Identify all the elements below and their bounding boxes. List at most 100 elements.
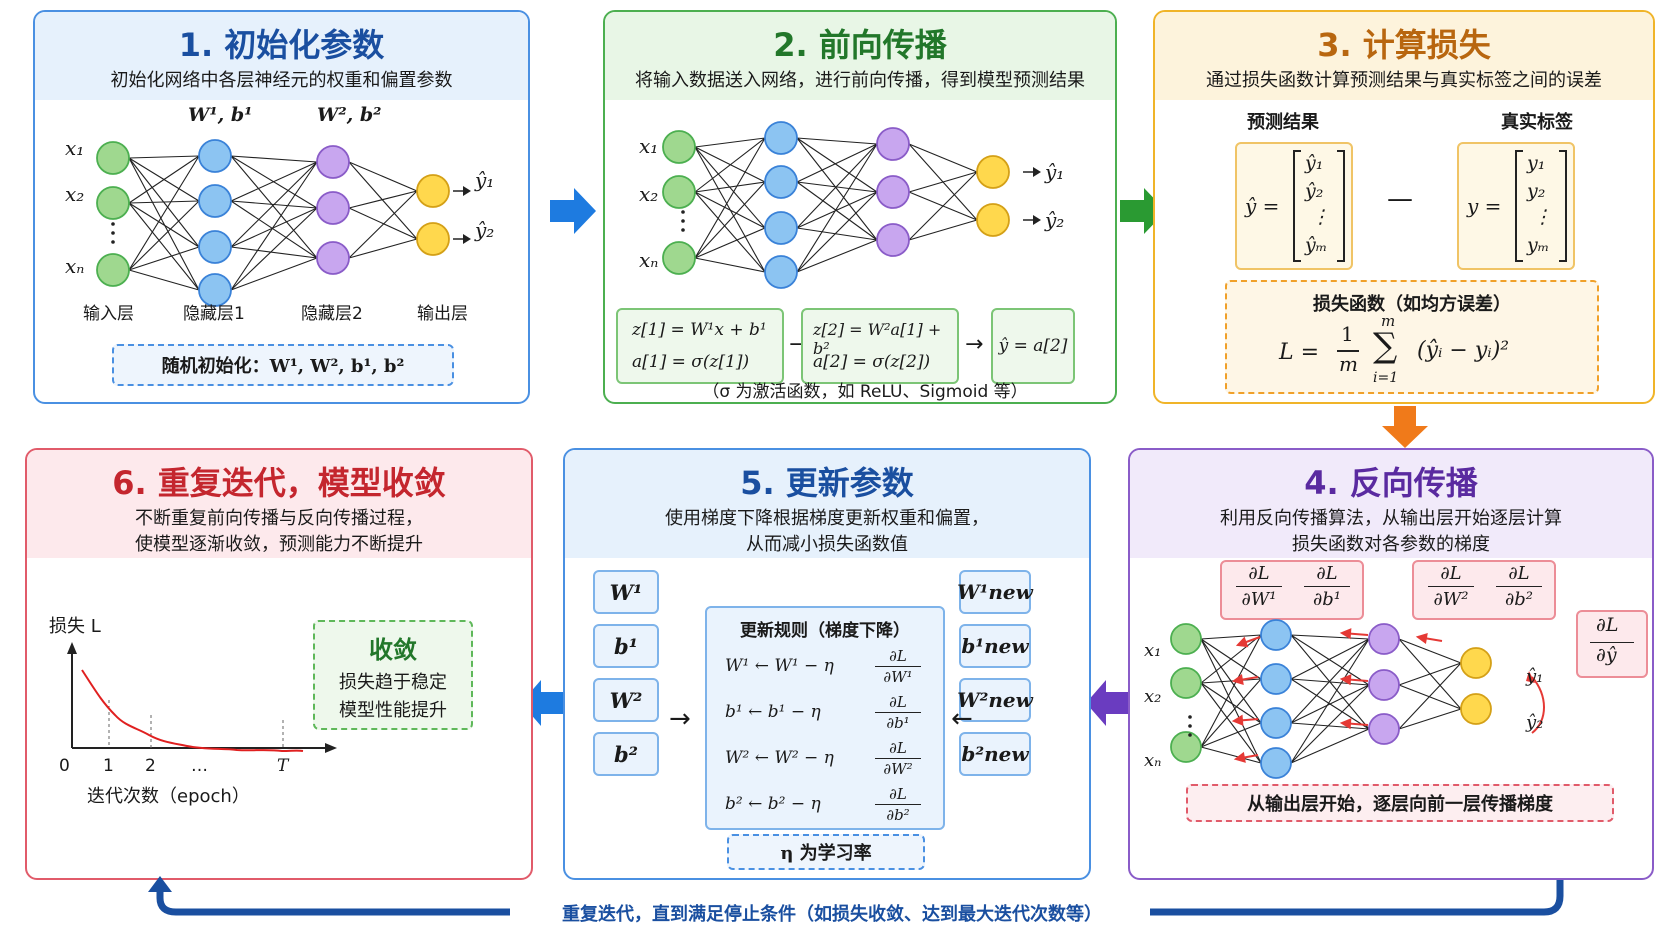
learning-rate-box: η 为学习率 [727, 834, 925, 870]
step4-neuron-layer3 [1460, 647, 1492, 679]
grad-out-bar [1590, 642, 1634, 643]
gradient-arrowhead [1235, 636, 1249, 648]
step2-output-y2: ŷ₂ [1045, 208, 1065, 232]
update-rule-num: ∂L [889, 739, 907, 757]
step4-neuron-layer1 [1260, 619, 1292, 651]
step4-edge [1200, 634, 1262, 748]
step4-neuron-layer2 [1368, 713, 1400, 745]
step4-edge [1200, 638, 1262, 764]
pred-vector-box: ŷ = ŷ₁ ŷ₂ ⋮ ŷₘ [1235, 142, 1353, 270]
step2-subtitle: 将输入数据送入网络，进行前向传播，得到模型预测结果 [635, 70, 1085, 91]
step1-neuron-layer2 [316, 191, 350, 225]
step4-neuron-layer1 [1260, 747, 1292, 779]
step2-edge [796, 227, 878, 241]
gradient-arrowhead [1339, 674, 1352, 686]
step1-w1-label: W¹, b¹ [188, 104, 253, 126]
step4-edge [1398, 638, 1462, 664]
grad-box-w1-b1 [1220, 560, 1364, 620]
grad-bar [1496, 586, 1542, 587]
gradient-arrowhead [1415, 632, 1428, 645]
step1-edge [128, 155, 200, 159]
step1-output-y2: ŷ₂ [475, 218, 495, 242]
converge-box: 收敛 损失趋于稳定 模型性能提升 [313, 620, 473, 730]
step2-header: 2. 前向传播 将输入数据送入网络，进行前向传播，得到模型预测结果 [605, 12, 1115, 100]
update-rule-bar [875, 758, 921, 759]
step4-edge [1200, 722, 1262, 748]
loss-curve-ylabel: 损失 L [49, 616, 101, 637]
converge-line2: 模型性能提升 [339, 700, 447, 721]
step1-input-xn: xₙ [65, 254, 85, 278]
update-rule-title: 更新规则（梯度下降） [740, 621, 910, 641]
arrow-step1-to-step2 [550, 188, 596, 234]
arrow-step4-to-step5 [1086, 680, 1128, 726]
step2-edge [694, 137, 766, 259]
step1-edge [128, 200, 200, 204]
step1-edge [128, 269, 200, 291]
forward-eq-output: ŷ = a[2] [991, 308, 1075, 384]
step2-edge [796, 143, 878, 229]
update-rule-num: ∂L [889, 693, 907, 711]
loss-frac-num: 1 [1341, 322, 1354, 346]
step3-panel: 3. 计算损失 通过损失函数计算预测结果与真实标签之间的误差 预测结果 真实标签… [1153, 10, 1655, 404]
activation-note: （σ 为激活函数，如 ReLU、Sigmoid 等） [702, 382, 1028, 402]
loss-frac-bar [1337, 350, 1359, 352]
step1-panel: 1. 初始化参数 初始化网络中各层神经元的权重和偏置参数 W¹, b¹ W², … [33, 10, 530, 404]
step2-edge [796, 191, 878, 273]
step1-input-x2: x₂ [65, 182, 85, 206]
pred-vec-2: ⋮ [1311, 206, 1330, 228]
step2-edge [796, 181, 878, 193]
step3-subtitle: 通过损失函数计算预测结果与真实标签之间的误差 [1206, 70, 1602, 91]
grad-num: ∂L [1440, 563, 1462, 584]
grad-den: ∂b² [1504, 589, 1534, 610]
step2-edge [694, 181, 766, 259]
update-rule-lhs: b² ← b² − η [725, 794, 821, 814]
step4-edge [1200, 682, 1262, 764]
grad-den: ∂W² [1433, 589, 1469, 610]
step4-header: 4. 反向传播 利用反向传播算法，从输出层开始逐层计算 损失函数对各参数的梯度 [1130, 450, 1652, 558]
update-rule-grad: ∂L∂b² [875, 784, 921, 825]
step1-neuron-layer0 [96, 253, 130, 287]
step6-subtitle-1: 不断重复前向传播与反向传播过程， [135, 508, 423, 529]
step4-neuron-layer2 [1368, 669, 1400, 701]
grad-box-output [1576, 610, 1648, 678]
grad-fraction-3: ∂L∂b² [1490, 562, 1548, 618]
step4-edge [1398, 684, 1462, 710]
step2-neuron-layer3 [976, 155, 1010, 189]
param-box-1: b¹ [593, 624, 659, 668]
step5-subtitle-2: 从而减小损失函数值 [746, 534, 908, 555]
update-rule-den: ∂b¹ [886, 714, 910, 732]
grad-box-w2-b2 [1412, 560, 1556, 620]
step4-neuron-layer0 [1170, 667, 1202, 699]
update-rule-bar [875, 712, 921, 713]
step1-w2-label: W², b² [317, 104, 382, 126]
step1-neuron-layer3 [416, 174, 450, 208]
pred-vec-1: ŷ₂ [1305, 180, 1324, 202]
step2-input-xn: xₙ [639, 248, 659, 272]
update-rule-2: W² ← W² − η∂L∂W² [719, 738, 939, 782]
gradient-arrowhead [1339, 628, 1352, 640]
tick-ellipsis: … [191, 756, 208, 776]
gradient-arrowhead [1339, 718, 1352, 730]
gradient-arrowhead [1231, 673, 1244, 686]
eq-a1: a[1] = σ(z[1]) [632, 352, 750, 372]
step2-edge [908, 171, 978, 193]
loss-lhs: L = [1279, 340, 1320, 365]
step2-edge [796, 137, 878, 145]
pred-vec-0: ŷ₁ [1305, 152, 1324, 174]
step4-edge [1290, 638, 1370, 680]
arrow-step3-to-step4 [1382, 406, 1428, 448]
step4-edge [1200, 746, 1262, 764]
grad-out-den: ∂ŷ [1596, 644, 1617, 666]
step1-output-y1: ŷ₁ [475, 168, 495, 192]
step1-neuron-layer1 [198, 230, 232, 264]
update-rule-lhs: b¹ ← b¹ − η [725, 702, 821, 722]
random-init-text: 随机初始化：W¹, W², b¹, b² [161, 356, 405, 377]
step2-neuron-layer1 [764, 255, 798, 289]
step4-input-x2: x₂ [1144, 686, 1162, 707]
gradient-arrowhead [1233, 751, 1246, 763]
step1-neuron-layer1 [198, 184, 232, 218]
grad-fraction-1: ∂L∂b¹ [1298, 562, 1356, 618]
grad-out-num: ∂L [1596, 614, 1619, 636]
